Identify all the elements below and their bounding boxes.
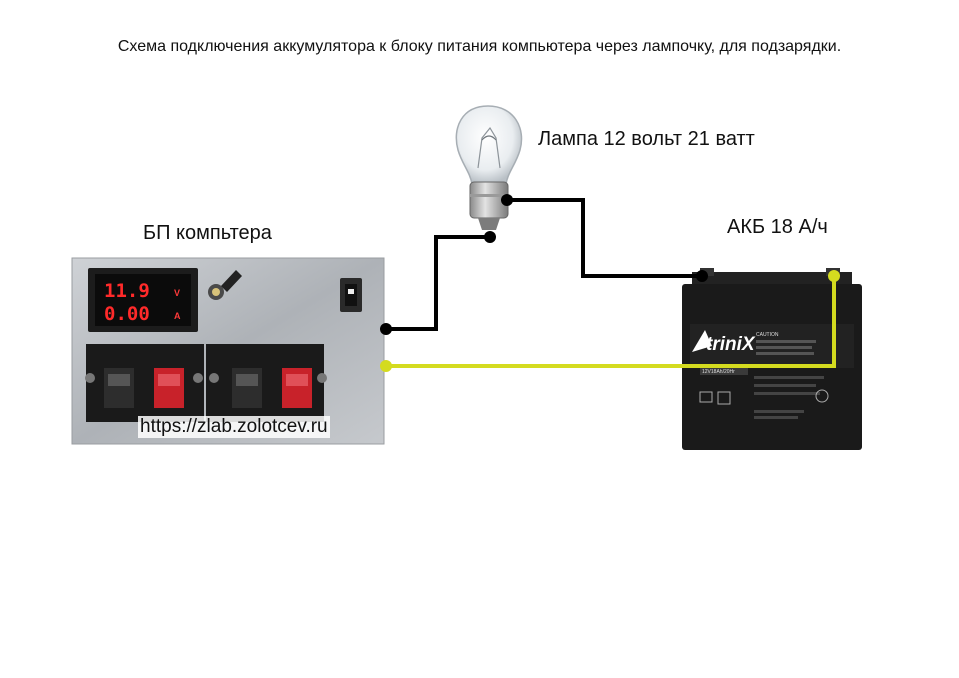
terminal-pair-left <box>104 368 184 408</box>
battery-model: 12V18Ah/20Hr <box>702 369 735 375</box>
power-switch <box>340 278 362 312</box>
watermark-url: https://zlab.zolotcev.ru <box>138 416 330 438</box>
psu-positive-node <box>380 360 392 372</box>
battery-positive-node <box>828 270 840 282</box>
meter-voltage-unit: V <box>174 288 180 298</box>
lamp-bulb-icon <box>455 105 523 230</box>
lamp-label: Лампа 12 вольт 21 ватт <box>538 128 755 150</box>
battery-negative-node <box>696 270 708 282</box>
meter-current: 0.00 <box>104 303 150 325</box>
battery-caution: CAUTION <box>756 332 779 338</box>
psu-unit: 11.9 V 0.00 A <box>71 257 385 445</box>
lamp-contact-node <box>501 194 513 206</box>
battery-brand: triniX <box>706 334 756 355</box>
wire-positive <box>380 270 840 372</box>
volt-amp-meter: 11.9 V 0.00 A <box>88 268 198 332</box>
meter-current-unit: A <box>174 311 181 321</box>
key-icon <box>208 270 242 300</box>
battery-label: АКБ 18 А/ч <box>727 216 828 238</box>
terminal-pair-right <box>232 368 312 408</box>
diagram-title: Схема подключения аккумулятора к блоку п… <box>117 38 842 55</box>
psu-negative-node <box>380 323 392 335</box>
brand-logo-icon <box>692 330 712 352</box>
wire-negative <box>380 194 708 335</box>
meter-voltage: 11.9 <box>104 280 150 302</box>
psu-label: БП компьтера <box>143 222 272 244</box>
lamp-base-node <box>484 231 496 243</box>
